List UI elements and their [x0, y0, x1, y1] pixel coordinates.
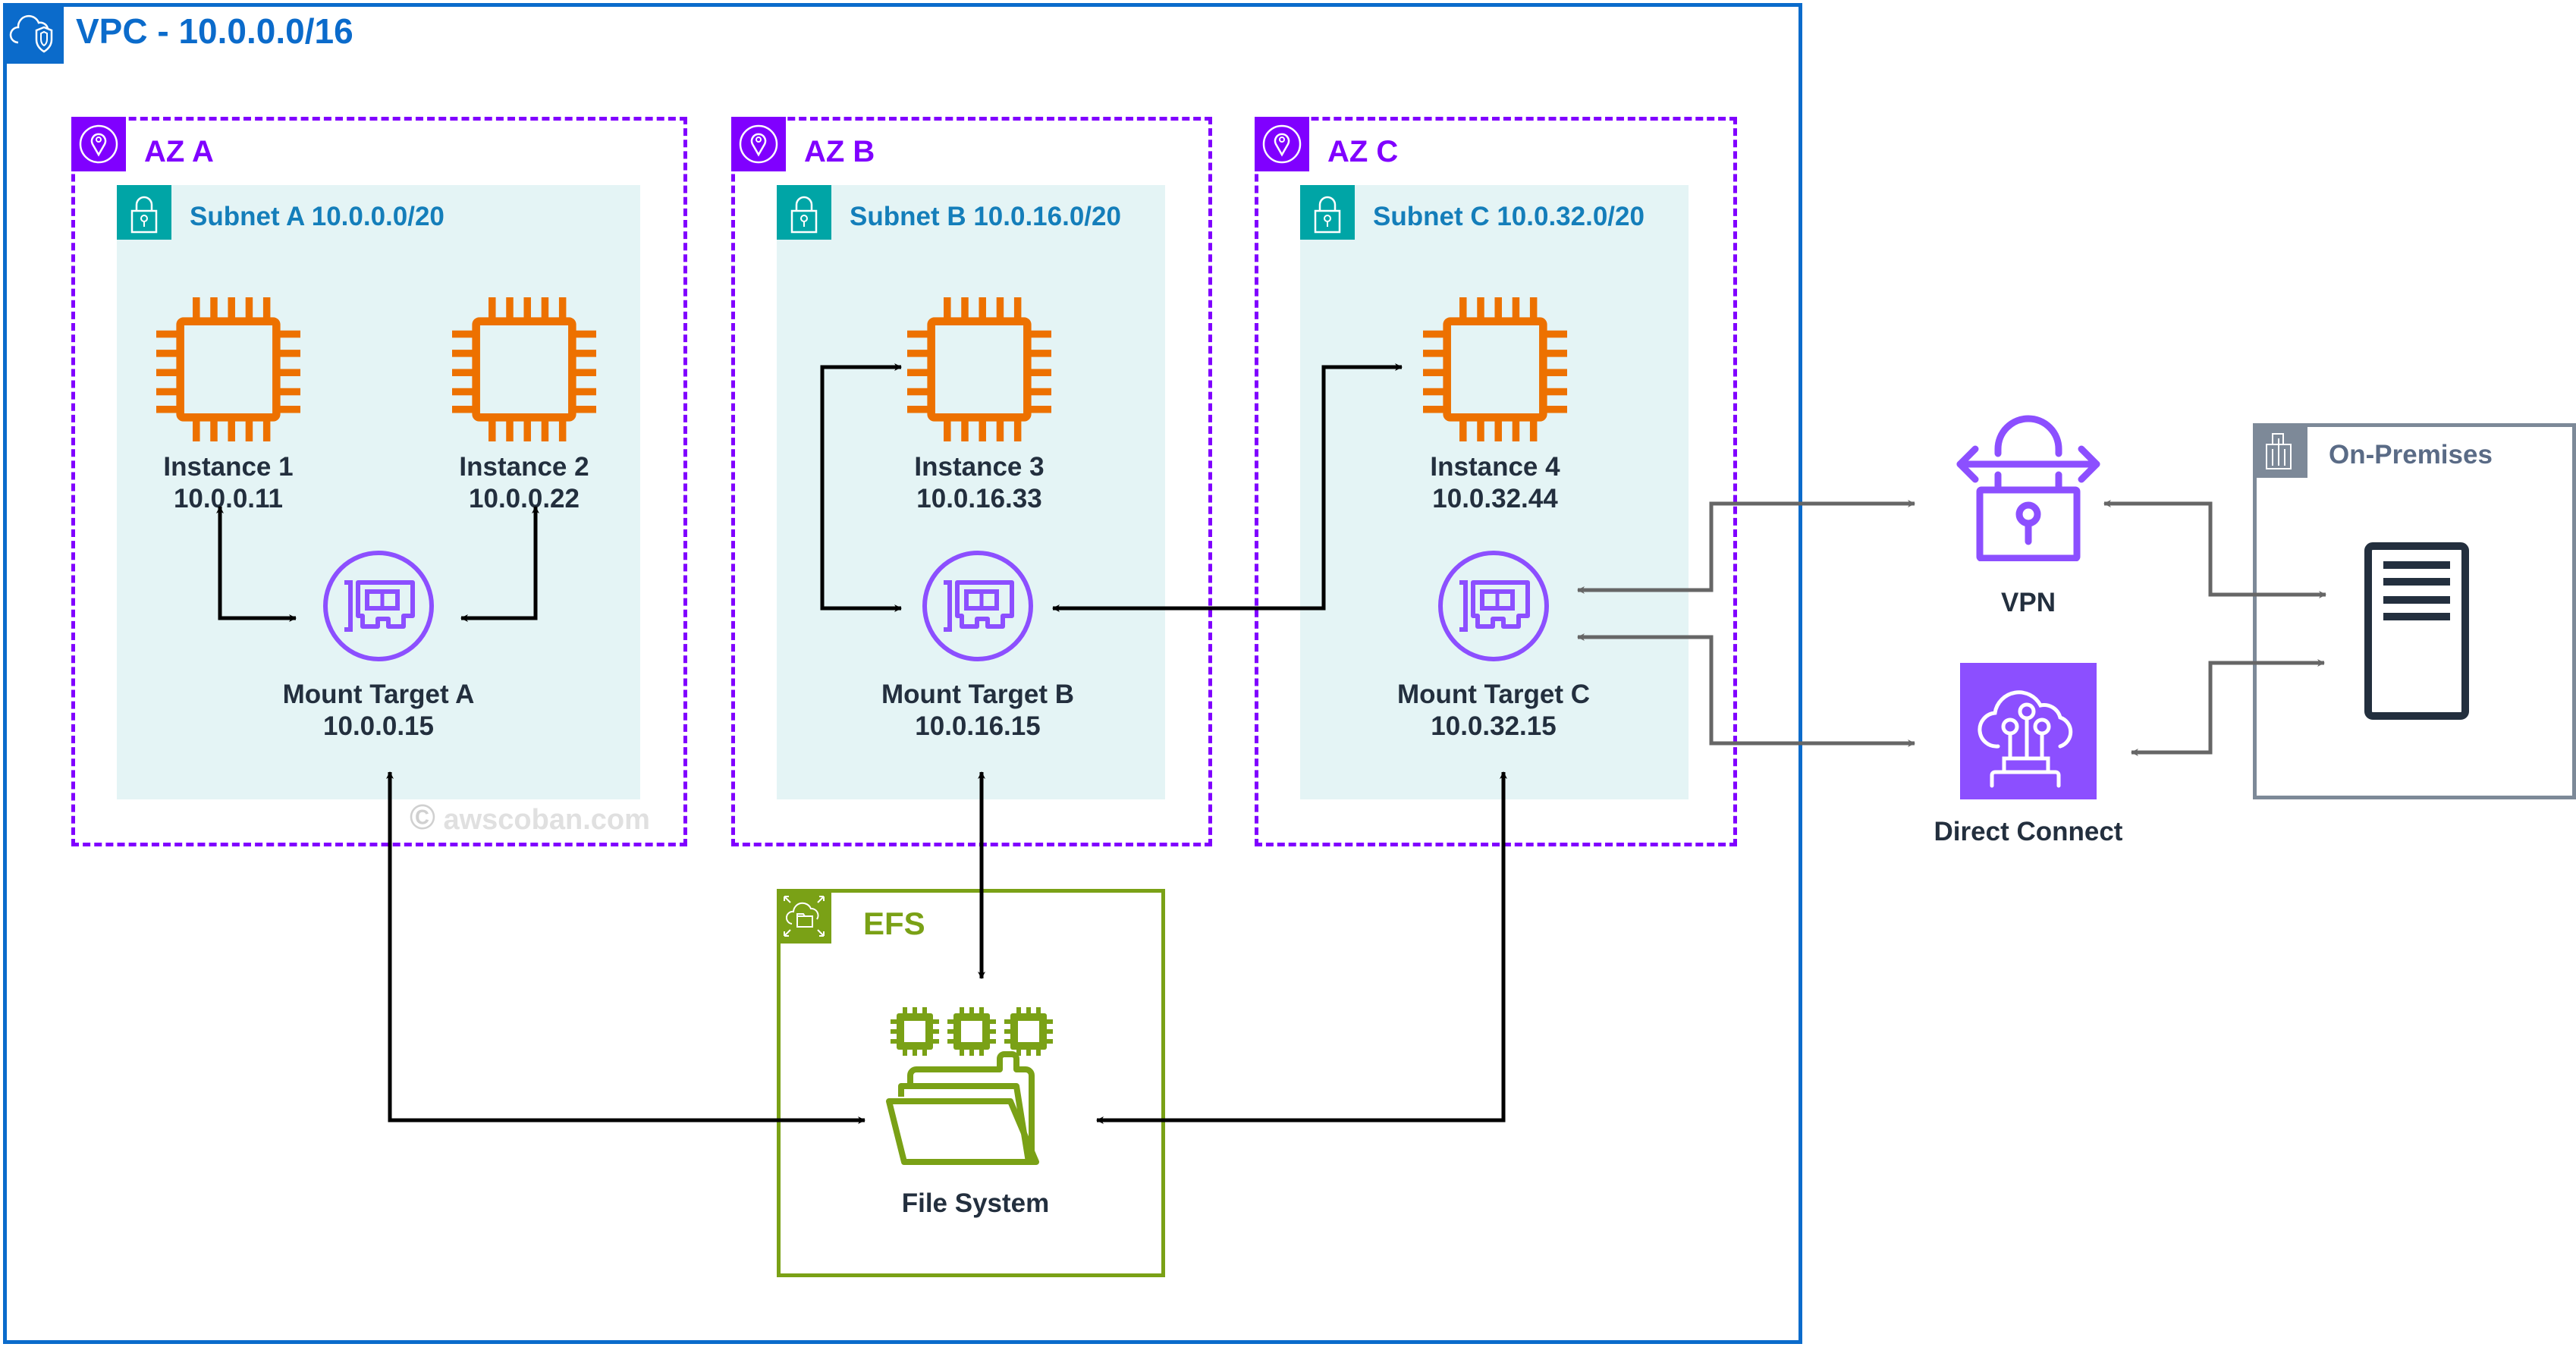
- mount-target-ip: 10.0.0.15: [323, 711, 434, 741]
- mount-target-name: Mount Target A: [282, 680, 475, 709]
- file-system-label: File System: [901, 1188, 1050, 1218]
- vpc-cloud-shield-icon: [3, 3, 64, 64]
- instance-ip: 10.0.16.33: [916, 484, 1042, 513]
- building-icon: [2253, 423, 2307, 478]
- location-pin-icon: [731, 117, 786, 171]
- efs-title: EFS: [863, 906, 925, 941]
- mount-target-c-label: Mount Target C 10.0.32.15: [1372, 679, 1615, 743]
- connector-vpn-server: [2103, 500, 2326, 598]
- mount-target-a-label: Mount Target A 10.0.0.15: [257, 679, 500, 743]
- instance-1-label: Instance 1 10.0.0.11: [107, 451, 350, 515]
- mount-target-name: Mount Target C: [1396, 680, 1591, 709]
- lock-icon: [777, 185, 831, 240]
- az-c-title: AZ C: [1327, 135, 1399, 168]
- az-a-group: [71, 117, 687, 846]
- mount-target-b-label: Mount Target B 10.0.16.15: [856, 679, 1099, 743]
- connector-directconnect-server: [2131, 659, 2325, 756]
- connector-instance3-mtb: [820, 363, 902, 612]
- lock-icon: [117, 185, 171, 240]
- direct-connect-cloud-icon[interactable]: [1960, 663, 2097, 799]
- instance-ip: 10.0.32.44: [1432, 484, 1558, 513]
- on-premises-group: [2253, 423, 2576, 799]
- vpc-title: VPC - 10.0.0.0/16: [76, 11, 353, 51]
- instance-3-label: Instance 3 10.0.16.33: [858, 451, 1101, 515]
- location-pin-icon: [1255, 117, 1309, 171]
- subnet-a: [117, 185, 640, 799]
- on-premises-title: On-Premises: [2329, 440, 2493, 469]
- subnet-c-title: Subnet C 10.0.32.0/20: [1373, 202, 1645, 231]
- mount-target-name: Mount Target B: [881, 680, 1075, 709]
- instance-name: Instance 3: [914, 452, 1045, 482]
- instance-name: Instance 4: [1430, 452, 1560, 482]
- instance-2-label: Instance 2 10.0.0.22: [403, 451, 646, 515]
- mount-target-ip: 10.0.16.15: [915, 711, 1041, 741]
- connector-instance2-mta: [460, 506, 539, 622]
- connector-mtc-directconnect: [1577, 633, 1915, 747]
- direct-connect-label: Direct Connect: [1934, 817, 2123, 846]
- az-b-title: AZ B: [804, 135, 875, 168]
- connector-mtc-vpn: [1577, 500, 1915, 594]
- az-a-title: AZ A: [144, 135, 214, 168]
- server-icon[interactable]: [2364, 542, 2470, 721]
- mount-target-ip: 10.0.32.15: [1431, 711, 1557, 741]
- connector-mtc-efs: [1096, 771, 1507, 1124]
- connector-instance1-mta: [216, 506, 297, 622]
- instance-name: Instance 1: [163, 452, 294, 482]
- instance-name: Instance 2: [459, 452, 589, 482]
- subnet-b-title: Subnet B 10.0.16.0/20: [850, 202, 1121, 231]
- subnet-a-title: Subnet A 10.0.0.0/20: [190, 202, 445, 231]
- lock-icon: [1300, 185, 1355, 240]
- vpn-label: VPN: [2001, 588, 2056, 617]
- instance-4-label: Instance 4 10.0.32.44: [1374, 451, 1616, 515]
- connector-mta-efs: [386, 771, 865, 1124]
- connector-instance4-mtb: [1052, 363, 1403, 612]
- location-pin-icon: [71, 117, 126, 171]
- folder-with-chips-icon[interactable]: [880, 1000, 1070, 1166]
- vpn-lock-arrows-icon[interactable]: [1952, 410, 2104, 562]
